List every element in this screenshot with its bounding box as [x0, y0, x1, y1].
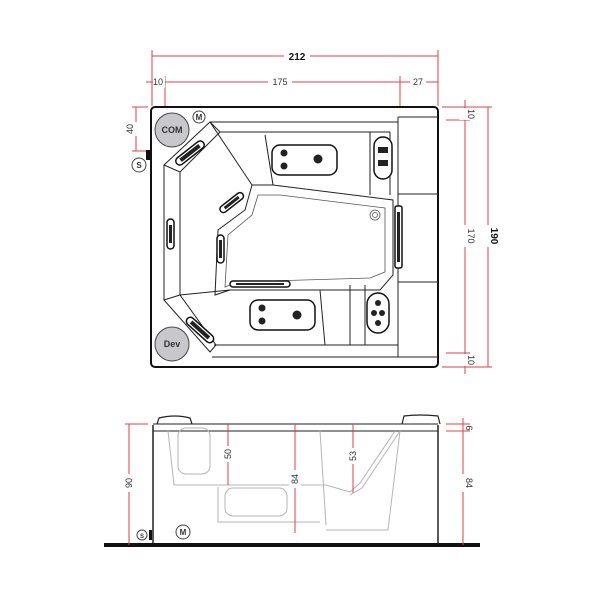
s-marker-top: S — [131, 157, 147, 173]
slot-jets — [166, 140, 403, 344]
dim-label-50: 50 — [223, 449, 233, 459]
basin-profile — [167, 427, 401, 531]
dimension-seat-right: 53 — [347, 424, 359, 493]
dim-label-84-right: 84 — [464, 478, 474, 488]
dim-label-212: 212 — [289, 52, 306, 63]
floor-line — [104, 543, 480, 547]
pillow-jets-bottom-right — [366, 292, 390, 334]
dimension-top-segments: 10 175 27 — [146, 76, 438, 106]
s-marker-side: S — [136, 529, 152, 541]
dim-label-90: 90 — [124, 478, 134, 488]
tub-outline-top — [150, 106, 439, 368]
dim-label-170: 170 — [466, 228, 476, 243]
svg-text:M: M — [196, 113, 203, 122]
top-view: 212 10 175 27 40 — [125, 50, 499, 374]
dimension-overall-height: 90 — [123, 423, 148, 545]
side-marker — [146, 150, 150, 160]
pillow-jets-top-right — [373, 136, 393, 180]
svg-text:S: S — [136, 161, 142, 170]
svg-text:S: S — [140, 534, 144, 540]
dim-label-6: 6 — [464, 425, 474, 430]
dimension-overall-width: 212 — [151, 50, 439, 106]
dev-badge: Dev — [154, 326, 190, 362]
dim-label-right-top-10: 10 — [466, 109, 476, 119]
svg-text:M: M — [180, 528, 187, 537]
com-label: COM — [162, 125, 183, 135]
pillow-jets-bottom — [249, 299, 316, 331]
dimension-right-side: 6 84 — [446, 418, 474, 545]
m-marker-side: M — [175, 524, 191, 540]
dim-label-27: 27 — [413, 77, 423, 87]
dim-label-left-10: 10 — [153, 77, 163, 87]
dev-label: Dev — [164, 339, 181, 349]
dim-label-40: 40 — [125, 124, 135, 134]
dimension-basin-depth: 84 — [289, 424, 301, 533]
dimension-seat-left: 50 — [222, 424, 234, 485]
pillow-jets-top — [271, 144, 338, 176]
dim-label-84-middle: 84 — [290, 474, 300, 484]
dim-label-175: 175 — [272, 77, 287, 87]
m-marker-top: M — [192, 110, 206, 124]
dim-label-right-bottom-10: 10 — [466, 355, 476, 365]
dim-label-53: 53 — [348, 451, 358, 461]
dim-label-190: 190 — [488, 228, 499, 245]
com-badge: COM — [154, 112, 190, 148]
dimension-left-40: 40 — [125, 106, 148, 152]
side-view: 90 50 84 53 6 84 — [104, 414, 480, 547]
dimension-right-vertical: 10 170 10 190 — [442, 100, 499, 374]
